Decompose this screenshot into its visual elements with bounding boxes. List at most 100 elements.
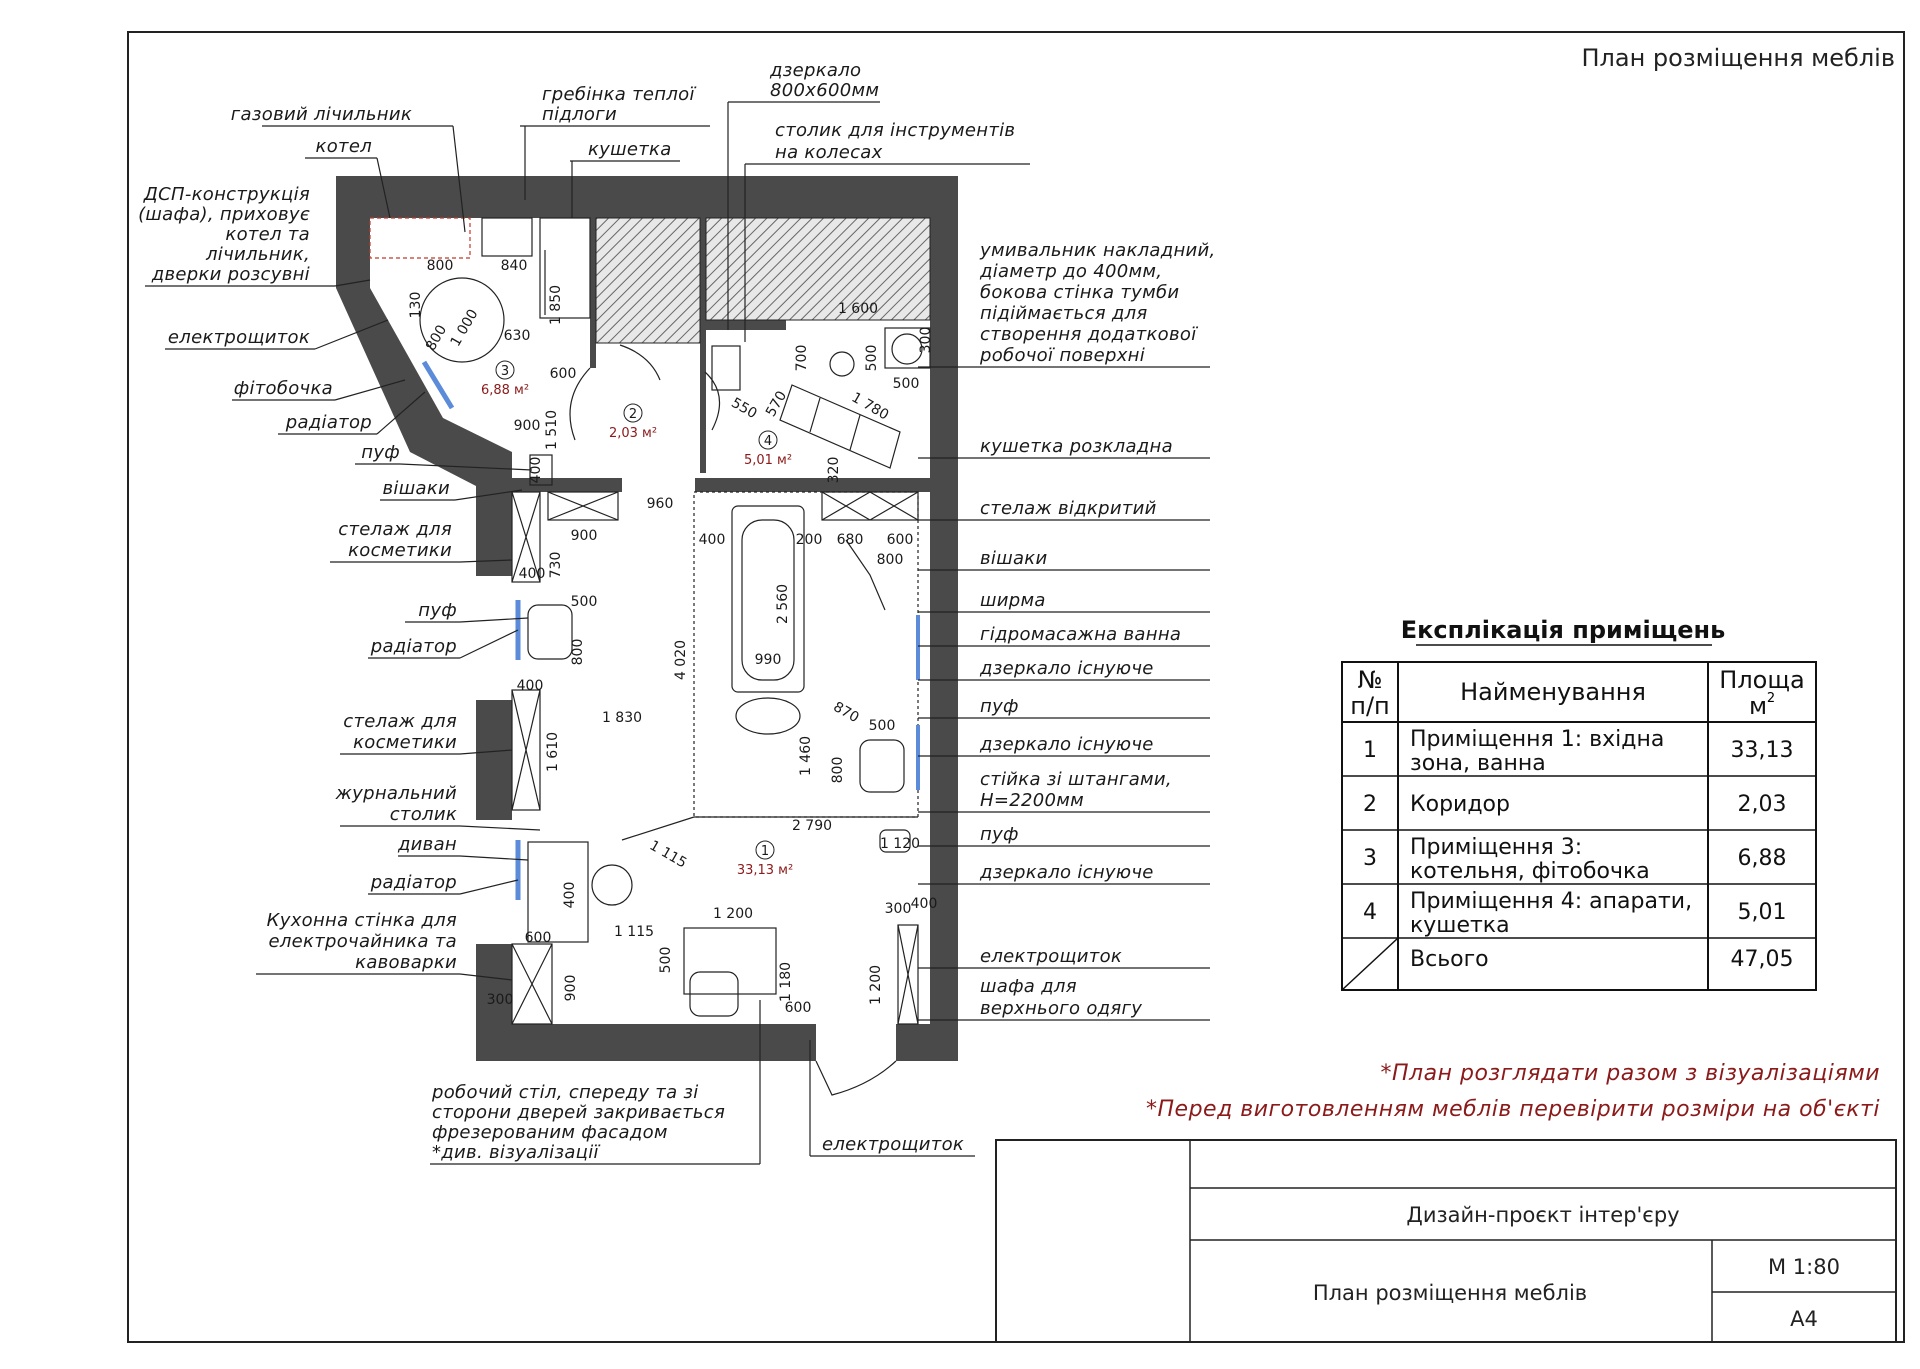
label-right-20: верхнього одягу: [980, 998, 1142, 1019]
dimension-19: 300: [918, 327, 934, 354]
total-name: Всього: [1410, 947, 1489, 972]
leader-tail-left-1: [376, 157, 391, 219]
label-left-11: вішаки: [383, 478, 450, 499]
room-marker-area-1: 33,13 м²: [737, 863, 793, 878]
dimension-55: 400: [911, 896, 938, 912]
label-right-18: електрощиток: [980, 946, 1122, 967]
dimension-38: 500: [869, 718, 896, 734]
label-left-22: Кухонна стінка для: [267, 910, 457, 931]
dimension-43: 400: [562, 882, 578, 909]
tb-sheet-name: План розміщення меблів: [1313, 1281, 1587, 1305]
room-marker-circle-1: [755, 840, 775, 860]
leader-tail-left-20: [459, 855, 529, 861]
label-top-0: гребінка теплої: [542, 84, 696, 105]
label-left-8: фітобочка: [234, 378, 333, 399]
dimension-32: 400: [517, 678, 544, 694]
dimension-16: 550: [728, 395, 759, 422]
label-left-18: журнальний: [335, 783, 457, 804]
dimension-5: 800: [423, 322, 450, 353]
title-block: Дизайн-проєкт інтер'єру План розміщення …: [995, 1139, 1897, 1343]
label-right-2: бокова стінка тумби: [980, 282, 1179, 303]
label-top-1: підлоги: [542, 104, 617, 125]
dimension-12: 700: [794, 345, 810, 372]
label-left-16: стелаж для: [343, 711, 457, 732]
label-bottom-3: *див. візуалізації: [432, 1142, 601, 1163]
dimension-8: 900: [514, 418, 541, 434]
dimension-51: 300: [487, 992, 514, 1008]
label-left-15: радіатор: [370, 636, 457, 657]
room-marker-area-3: 6,88 м²: [481, 383, 529, 398]
label-right-15: Н=2200мм: [980, 790, 1084, 811]
label-left-9: радіатор: [285, 412, 372, 433]
shaft-right: [705, 217, 931, 321]
leader-tail-left-15: [459, 629, 519, 659]
label-left-20: диван: [397, 834, 457, 855]
dimension-49: 900: [563, 975, 579, 1002]
label-right-6: кушетка розкладна: [980, 436, 1173, 457]
sheet-top-title: План розміщення меблів: [1581, 44, 1895, 72]
dimension-50: 1 180: [778, 962, 794, 1002]
dimension-45: 600: [525, 930, 552, 946]
dimension-4: 1 000: [448, 307, 482, 350]
dimension-31: 800: [570, 639, 586, 666]
shaft-left: [595, 217, 701, 344]
dimension-9: 1 510: [544, 410, 560, 450]
dimension-39: 1 460: [798, 736, 814, 776]
explication-table: Експлікація приміщень № п/п Найменування…: [1341, 616, 1817, 991]
label-right-4: створення додаткової: [980, 324, 1198, 345]
expl-row-area-1: 33,13: [1731, 738, 1794, 763]
dimension-2: 130: [408, 292, 424, 319]
dimension-3: 1 850: [548, 285, 564, 325]
dimension-10: 400: [528, 457, 544, 484]
label-left-1: котел: [316, 136, 372, 157]
th-area-sup: 2: [1767, 691, 1775, 706]
expl-row-area-2: 2,03: [1738, 792, 1787, 817]
label-right-11: дзеркало існуюче: [979, 658, 1154, 679]
label-right-13: дзеркало існуюче: [979, 734, 1154, 755]
dimension-37: 870: [830, 699, 861, 726]
room-marker-area-4: 5,01 м²: [744, 453, 792, 468]
leader-tail-left-6: [334, 279, 371, 287]
leader-tail-left-8: [334, 379, 406, 401]
expl-row-name1-3: Приміщення 3:: [1410, 835, 1582, 860]
room-marker-circle-3: [495, 360, 515, 380]
th-area: Площа: [1719, 666, 1804, 694]
label-top-5: столик для інструментів: [775, 120, 1015, 141]
dimension-20: 960: [647, 496, 674, 512]
tb-project: Дизайн-проєкт інтер'єру: [1406, 1203, 1679, 1227]
th-no-bottom: п/п: [1350, 692, 1389, 720]
dimension-13: 500: [864, 345, 880, 372]
leader-labels: газовий лічильниккотелДСП-конструкція(ша…: [138, 60, 1216, 1165]
room-marker-circle-4: [758, 430, 778, 450]
dimension-18: 320: [826, 457, 842, 484]
leader-tail-left-21: [459, 879, 519, 895]
dimension-1: 840: [501, 258, 528, 274]
label-right-19: шафа для: [980, 976, 1077, 997]
th-name: Найменування: [1460, 678, 1646, 706]
label-bottom-4: електрощиток: [822, 1134, 964, 1155]
leader-tail-left-13: [459, 559, 513, 563]
expl-row-name2-3: котельня, фітобочка: [1410, 859, 1650, 884]
label-right-0: умивальник накладний,: [979, 240, 1216, 261]
label-left-4: котел та: [225, 224, 310, 245]
total-area: 47,05: [1731, 947, 1794, 972]
label-top-6: на колесах: [775, 142, 883, 163]
label-right-10: гідромасажна ванна: [980, 624, 1181, 645]
expl-row-area-4: 5,01: [1738, 900, 1787, 925]
label-left-6: дверки розсувні: [151, 264, 310, 285]
label-right-5: робочої поверхні: [979, 345, 1145, 366]
dimension-54: 600: [785, 1000, 812, 1016]
leader-tail-left-11: [454, 489, 523, 501]
dimension-33: 4 020: [673, 640, 689, 680]
leader-tail-left-7: [314, 319, 389, 350]
label-bottom-2: фрезерованим фасадом: [432, 1122, 668, 1143]
label-left-12: стелаж для: [338, 519, 452, 540]
label-top-3: дзеркало: [769, 60, 861, 81]
dimension-0: 800: [427, 258, 454, 274]
note-2: *Перед виготовленням меблів перевірити р…: [1146, 1097, 1880, 1122]
dimension-47: 1 115: [614, 924, 654, 940]
label-right-16: пуф: [980, 824, 1019, 845]
